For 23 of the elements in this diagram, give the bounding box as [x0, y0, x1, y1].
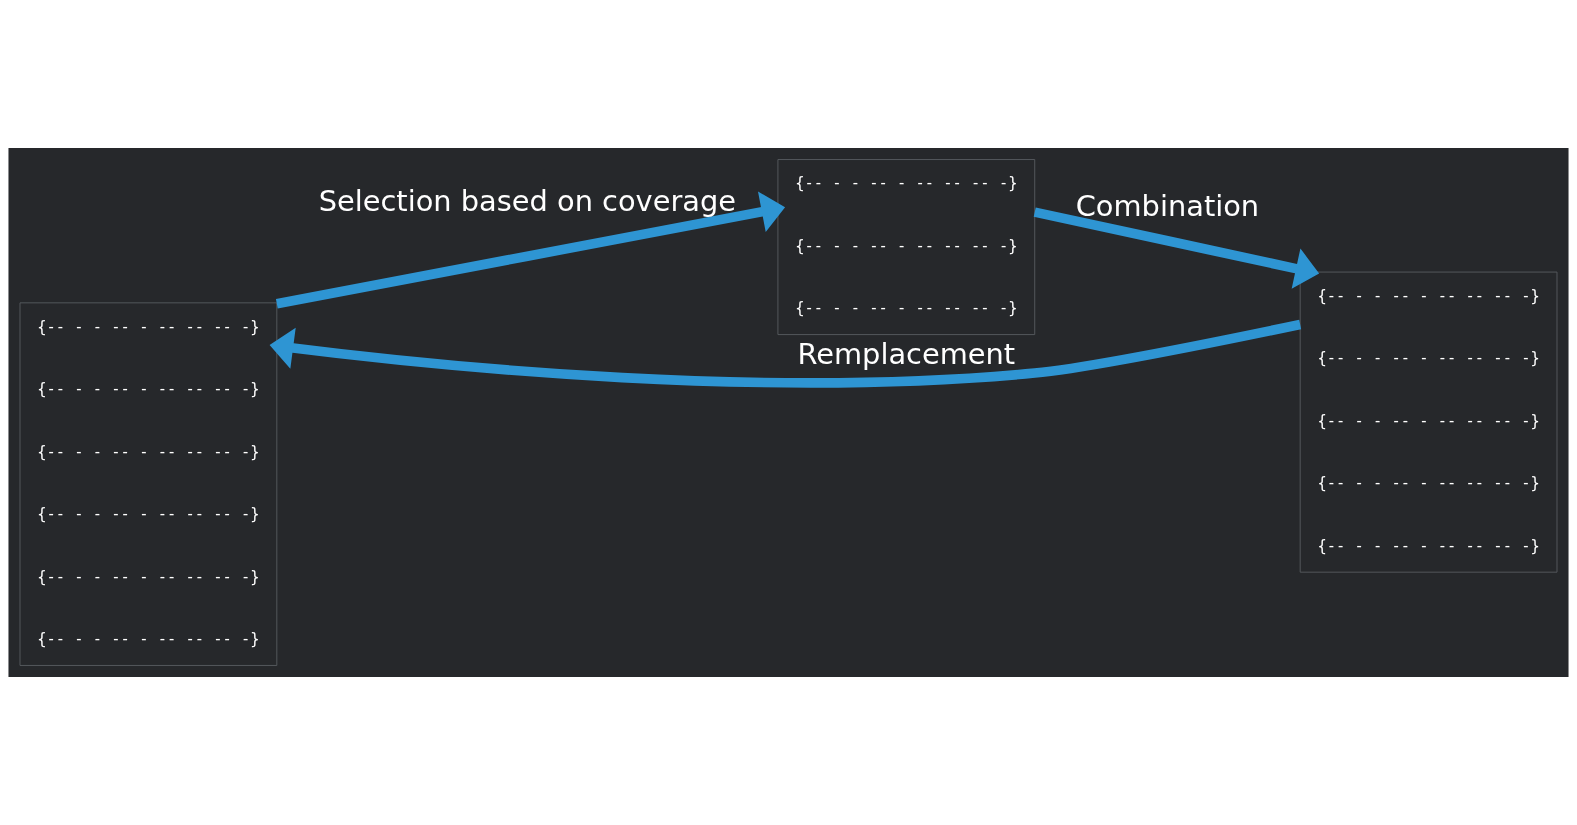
node-text: {-- - - -- - -- -- -- -} [1317, 349, 1540, 368]
node-text: {-- - - -- - -- -- -- -} [37, 505, 260, 524]
node-text: {-- - - -- - -- -- -- -} [1317, 536, 1540, 555]
node-text: {-- - - -- - -- -- -- -} [795, 236, 1018, 255]
node-text: {-- - - -- - -- -- -- -} [795, 174, 1018, 193]
cluster [1299, 271, 1558, 573]
node-text: {-- - - -- - -- -- -- -} [1317, 286, 1540, 305]
edge-label: Remplacement [797, 337, 1016, 372]
node-text: {-- - - -- - -- -- -- -} [37, 317, 260, 336]
edge-label: Combination [1075, 189, 1260, 224]
node-text: {-- - - -- - -- -- -- -} [1317, 474, 1540, 493]
node-text: {-- - - -- - -- -- -- -} [37, 567, 260, 586]
node-text: {-- - - -- - -- -- -- -} [37, 442, 260, 461]
node-text: {-- - - -- - -- -- -- -} [37, 380, 260, 399]
cluster [19, 302, 278, 666]
node-text: {-- - - -- - -- -- -- -} [1317, 411, 1540, 430]
edge-label: Selection based on coverage [318, 184, 737, 219]
arrow [269, 319, 1302, 388]
node-text: {-- - - -- - -- -- -- -} [37, 630, 260, 649]
node-text: {-- - - -- - -- -- -- -} [795, 299, 1018, 318]
arrow [275, 191, 786, 309]
cluster [777, 159, 1036, 336]
arrow [1033, 207, 1320, 289]
